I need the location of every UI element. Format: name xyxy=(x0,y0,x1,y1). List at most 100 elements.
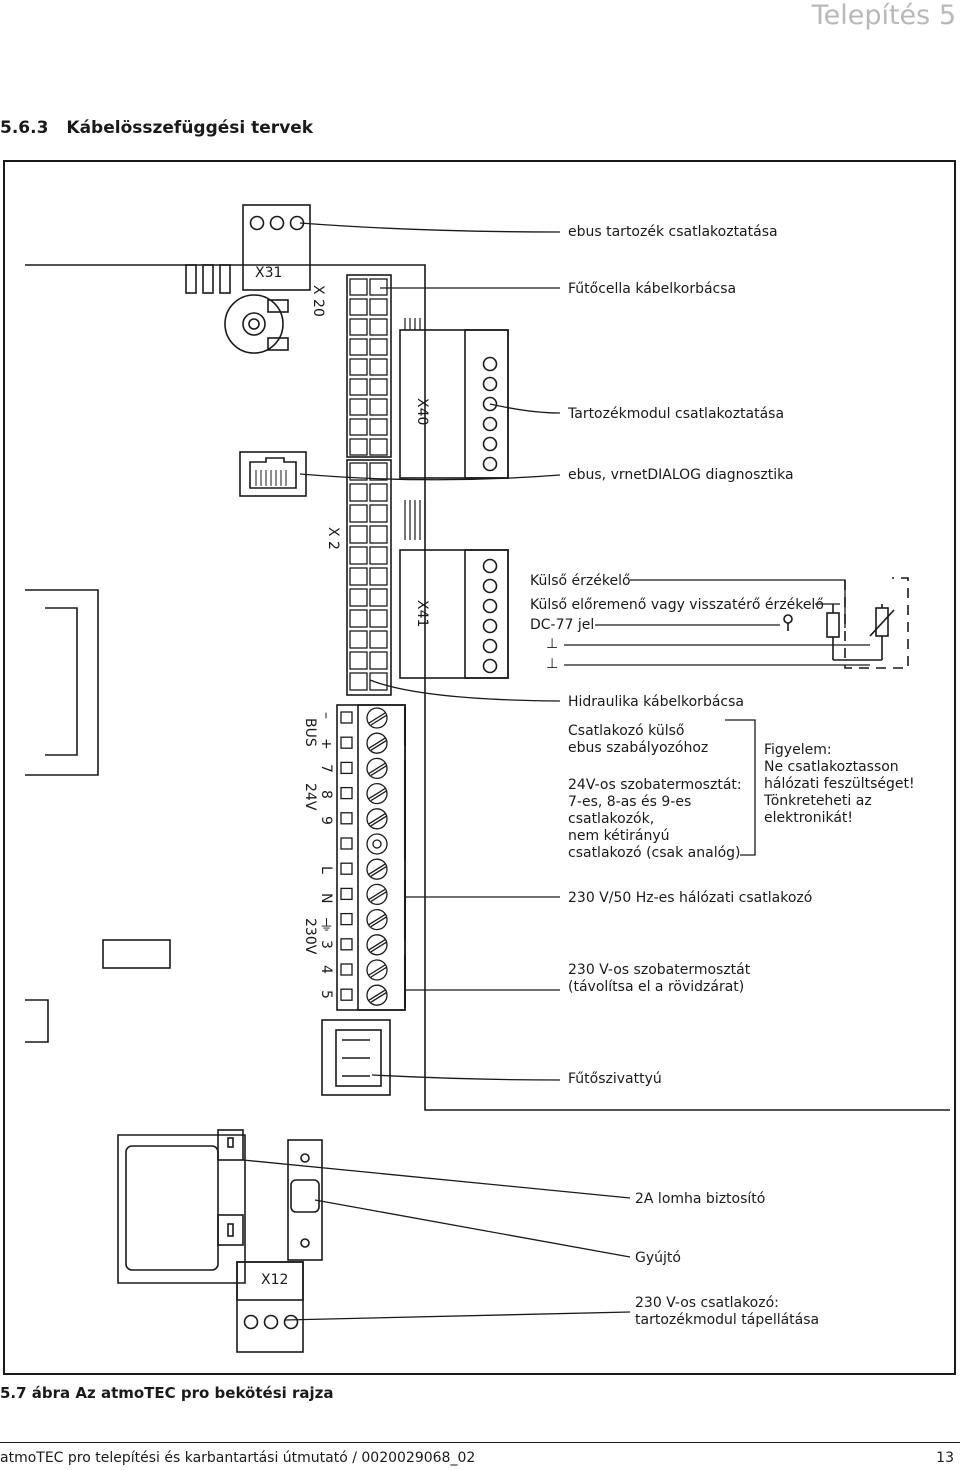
pump-connector xyxy=(321,1019,391,1096)
label-dc77: DC-77 jel xyxy=(530,617,595,633)
label-mains: 230 V/50 Hz-es hálózati csatlakozó xyxy=(568,890,813,906)
label-thermostat-24v: 24V-os szobatermosztát: 7-es, 8-as és 9-… xyxy=(568,777,742,861)
leader-lines xyxy=(242,222,870,1321)
external-sensors xyxy=(783,577,909,669)
label-hydraulics: Hidraulika kábelkorbácsa xyxy=(568,694,744,710)
x40-label: X40 xyxy=(414,398,430,426)
terminal-screw xyxy=(366,984,388,1006)
label-accessory-module: Tartozékmodul csatlakoztatása xyxy=(568,406,785,422)
x2-pin xyxy=(369,588,388,607)
x2-pin xyxy=(369,630,388,649)
x2-pin xyxy=(349,609,368,628)
x31-label: X31 xyxy=(255,265,283,281)
terminal-screw-slot xyxy=(368,813,388,827)
x20-pin xyxy=(369,318,388,336)
x20-pin xyxy=(369,298,388,316)
terminal-t-icon: ⊥ xyxy=(546,636,559,652)
x2-pin xyxy=(369,672,388,691)
left-block xyxy=(102,939,171,969)
terminal-screw xyxy=(366,959,388,981)
x2-pin xyxy=(349,483,368,502)
bus-group-label: BUS xyxy=(302,718,318,747)
24v-group-label: 24V xyxy=(302,783,318,811)
terminal-slot xyxy=(340,938,353,951)
label-accessory-power: 230 V-os csatlakozó: tartozékmodul tápel… xyxy=(635,1295,820,1328)
terminal-screw-slot xyxy=(368,712,388,726)
terminal-L-label: L xyxy=(318,866,334,874)
x2-pin xyxy=(369,525,388,544)
x20-pin xyxy=(369,398,388,416)
terminal-screw xyxy=(366,707,388,729)
terminal-screw-slot xyxy=(368,939,388,953)
terminal-slot xyxy=(340,786,353,800)
x2-pin xyxy=(369,651,388,670)
terminal-screw-slot xyxy=(368,762,388,776)
figure-caption: 5.7 ábra Az atmoTEC pro bekötési rajza xyxy=(0,1384,334,1402)
label-thermostat-230v: 230 V-os szobatermosztát (távolítsa el a… xyxy=(568,962,751,995)
x20-header xyxy=(346,274,392,458)
x20-pin xyxy=(349,318,368,336)
label-pump: Fűtőszivattyú xyxy=(568,1071,662,1087)
left-tab xyxy=(25,999,49,1043)
x2-pin xyxy=(369,504,388,523)
x20-pin xyxy=(369,438,388,456)
page-header-title: Telepítés 5 xyxy=(811,0,956,31)
label-ebus-controller: Csatlakozó külső ebus szabályozóhoz xyxy=(568,723,709,756)
sensor-socket xyxy=(224,294,289,354)
footer-page-number: 13 xyxy=(936,1450,954,1466)
x20-pin xyxy=(369,278,388,296)
terminal-screw-slot xyxy=(368,964,388,978)
terminal-screw-slot xyxy=(368,863,388,877)
x2-label: X 2 xyxy=(325,527,341,550)
rj-socket xyxy=(239,451,307,497)
x2-pin xyxy=(349,651,368,670)
x20-pin xyxy=(369,358,388,376)
x2-pin xyxy=(349,462,368,481)
label-igniter: Gyújtó xyxy=(635,1250,681,1266)
x20-pin xyxy=(349,358,368,376)
left-bracket xyxy=(25,589,99,776)
label-fuse: 2A lomha biztosító xyxy=(635,1191,766,1207)
x2-pin xyxy=(349,588,368,607)
terminal-slot xyxy=(340,862,353,875)
terminal-t-icon: ⊥ xyxy=(546,656,559,672)
x2-pin xyxy=(349,546,368,565)
terminal-screw-slot xyxy=(368,914,388,928)
x2-pin xyxy=(369,483,388,502)
x20-pin xyxy=(369,338,388,356)
terminal-minus-label: – xyxy=(318,712,334,719)
terminal-screw xyxy=(366,782,388,805)
x2-pin xyxy=(349,672,368,691)
x2-pin xyxy=(369,546,388,565)
label-ebus-accessory: ebus tartozék csatlakoztatása xyxy=(568,224,778,240)
x2-pin xyxy=(349,525,368,544)
footer-document-title: atmoTEC pro telepítési és karbantartási … xyxy=(0,1450,476,1466)
label-flow-sensor: Külső előremenő vagy visszatérő érzékelő xyxy=(530,597,824,613)
label-outdoor-sensor: Külső érzékelő xyxy=(530,573,631,589)
x20-pin xyxy=(369,378,388,396)
terminal-slot xyxy=(340,837,353,850)
terminal-9-label: 9 xyxy=(318,816,334,825)
terminal-slot xyxy=(340,963,353,976)
x41-label: X41 xyxy=(414,600,430,628)
terminal-screw-slot xyxy=(368,989,388,1003)
terminal-plus-label: + xyxy=(318,738,334,750)
terminal-slot xyxy=(340,988,353,1001)
terminal-slot xyxy=(340,887,353,901)
x2-pin xyxy=(369,462,388,481)
earth-icon: ⏚ xyxy=(319,916,335,934)
terminal-5-label: 5 xyxy=(318,990,334,999)
section-number: 5.6.3 xyxy=(0,118,49,138)
terminal-screw xyxy=(366,858,388,880)
label-heating-cell: Fűtőcella kábelkorbácsa xyxy=(568,281,737,297)
terminal-slot xyxy=(340,761,353,775)
x20-pin xyxy=(369,418,388,436)
terminal-slot xyxy=(340,912,353,926)
x20-pin xyxy=(349,438,368,456)
terminal-slot xyxy=(340,812,353,825)
terminal-strip xyxy=(336,704,406,1011)
section-title-text: Kábelösszefüggési tervek xyxy=(66,118,314,138)
terminal-8-label: 8 xyxy=(318,790,334,799)
x2-pin xyxy=(369,609,388,628)
